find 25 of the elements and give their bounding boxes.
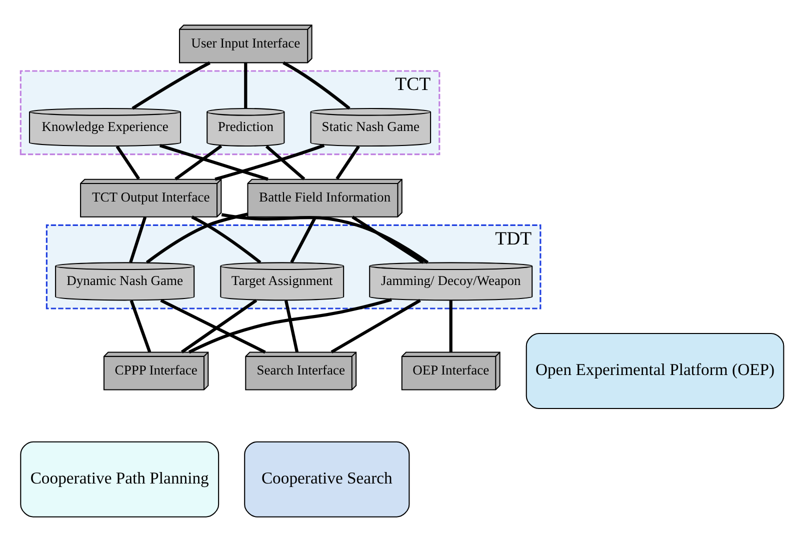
connector [146,212,248,264]
connector [336,145,360,180]
connector [129,216,147,263]
connector [449,300,452,352]
connector [191,216,262,264]
connector [174,144,222,180]
connector [221,213,429,264]
connector [214,144,325,181]
node-box: Cooperative Search [244,441,410,518]
connector [159,144,268,181]
connector [290,216,317,264]
connector [284,300,299,352]
node-box: Open Experimental Platform (OEP) [526,332,784,410]
connector [265,145,306,180]
connector [132,61,210,110]
connector [282,61,350,110]
node-box: Cooperative Path Planning [20,441,220,518]
connector [188,298,392,354]
connector [180,299,258,354]
connector [352,216,424,264]
connector [116,146,140,180]
connector [330,299,421,354]
connector [160,298,266,354]
connector [130,300,152,353]
connector [244,63,248,108]
